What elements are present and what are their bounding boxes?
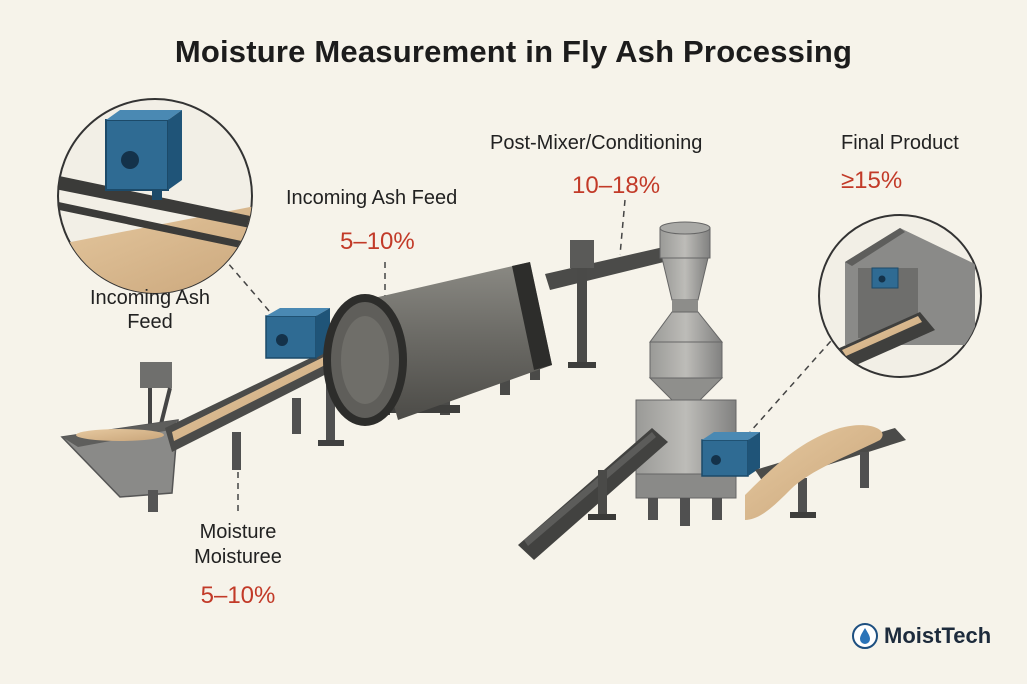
inset-final-product <box>818 214 982 378</box>
final-product-value: ≥15% <box>841 167 903 194</box>
final-conveyor <box>745 425 906 520</box>
inset-incoming-feed <box>57 98 253 294</box>
conveyor-value: 5–10% <box>200 582 276 609</box>
inset-incoming-label: Incoming Ash Feed <box>89 287 211 333</box>
post-mixer-label: Post-Mixer/Conditioning <box>490 132 703 154</box>
post-mixer-value: 10–18% <box>572 172 661 199</box>
brand-logo: MoistTech <box>852 622 991 650</box>
incoming-feed-label: Incoming Ash Feed <box>286 187 458 209</box>
sensor-incoming <box>265 308 330 359</box>
transfer-pipe <box>545 240 672 368</box>
sensor-mixer <box>701 432 760 477</box>
discharge-chute <box>518 428 668 560</box>
page-title: Moisture Measurement in Fly Ash Processi… <box>174 34 853 69</box>
incoming-feed-value: 5–10% <box>340 228 415 255</box>
conveyor-label-line2: Moisturee <box>194 546 282 568</box>
rotary-drum <box>323 262 552 426</box>
water-drop-icon <box>852 623 878 649</box>
brand-name: MoistTech <box>884 623 992 648</box>
conveyor-label-line1: Moisture <box>199 521 277 543</box>
hopper <box>60 362 179 512</box>
incoming-conveyor <box>165 338 362 470</box>
final-product-label: Final Product <box>841 132 959 154</box>
mixer-tower <box>635 221 737 526</box>
